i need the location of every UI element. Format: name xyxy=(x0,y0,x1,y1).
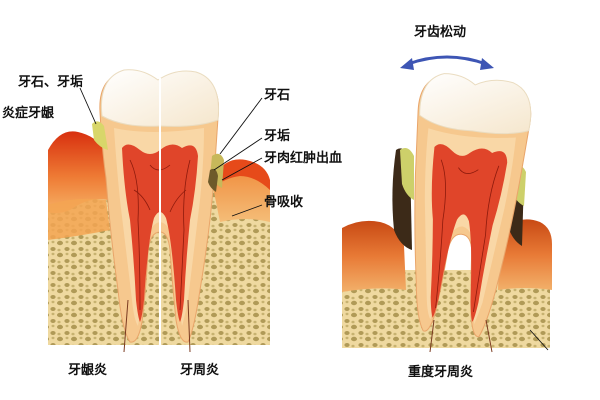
severe-root-line-b xyxy=(485,319,493,353)
pointer-bone xyxy=(231,204,263,217)
left-root-line-a xyxy=(123,299,129,353)
left-gum-lower xyxy=(48,198,110,240)
pointer-lines xyxy=(79,87,549,351)
right-gum-red-rim xyxy=(214,159,270,190)
label-gingival-inflammation: 炎症牙龈 xyxy=(2,106,55,121)
label-periodontitis: 牙周炎 xyxy=(180,363,220,378)
left-panel xyxy=(48,69,270,353)
label-plaque: 牙垢 xyxy=(264,129,291,144)
left-pulp-veins xyxy=(129,159,191,311)
left-tooth-pulp xyxy=(122,144,198,322)
pointer-calculus xyxy=(219,97,263,155)
right-plaque-dark xyxy=(208,168,218,192)
severe-pulp-veins xyxy=(435,159,500,313)
pointer-severe-bone xyxy=(529,329,549,351)
label-calculus: 牙石 xyxy=(264,88,291,103)
severe-tooth-pulp xyxy=(430,144,508,322)
label-gum-bleeding: 牙肉红肿出血 xyxy=(264,151,343,166)
label-gingivitis: 牙龈炎 xyxy=(68,363,108,378)
label-tooth-mobility: 牙齿松动 xyxy=(414,25,467,40)
label-calculus-plaque: 牙石、牙垢 xyxy=(18,75,84,90)
left-gum-inflamed xyxy=(48,131,108,214)
left-calculus-deposit xyxy=(92,121,108,150)
severe-gum-left xyxy=(342,220,406,292)
severe-tooth xyxy=(414,73,532,338)
mobility-arrow xyxy=(400,55,494,70)
severe-calculus-yellow-left xyxy=(400,148,414,200)
severe-root-line-a xyxy=(429,319,435,353)
right-panel xyxy=(342,55,552,353)
severe-gum-right xyxy=(498,219,552,290)
severe-tooth-enamel xyxy=(419,73,532,135)
left-root-line-b xyxy=(187,299,191,353)
pointer-calculus-plaque xyxy=(79,87,97,125)
label-bone-resorption: 骨吸收 xyxy=(264,195,304,210)
pointer-plaque xyxy=(213,137,263,171)
label-severe-periodontitis: 重度牙周炎 xyxy=(408,365,474,380)
pointer-bleeding xyxy=(221,157,263,181)
